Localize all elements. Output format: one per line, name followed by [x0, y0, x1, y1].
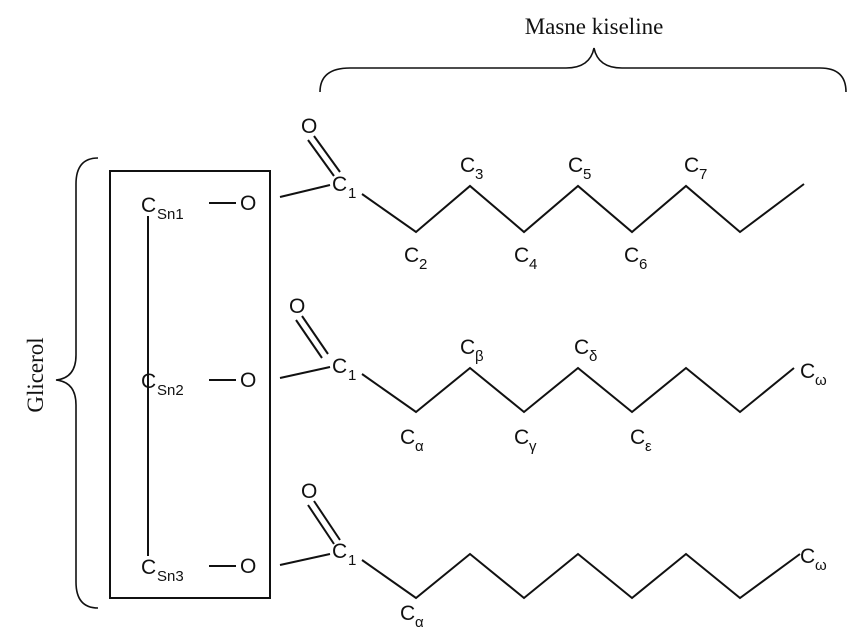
svg-text:ω: ω [815, 557, 827, 574]
chain1-carbon-c7: C 7 [684, 154, 707, 183]
chain1-carbon-c6: C 6 [624, 244, 647, 273]
svg-text:ε: ε [645, 438, 652, 455]
ester-bond-3 [279, 553, 331, 566]
ester-bond-1 [279, 184, 331, 198]
svg-text:3: 3 [475, 166, 483, 183]
glycerol-carbon-sn3: C Sn3 [141, 556, 184, 585]
svg-text:Sn1: Sn1 [157, 206, 184, 223]
svg-text:4: 4 [529, 256, 537, 273]
glycerol-carbon-sn1: C Sn1 [141, 194, 184, 223]
svg-text:C: C [800, 545, 815, 568]
carbonyl-carbon-1: C 1 [332, 173, 356, 202]
chain1-carbon-c3: C 3 [460, 154, 483, 183]
svg-text:C: C [404, 244, 419, 267]
glycerol-brace [55, 157, 99, 609]
svg-text:C: C [460, 336, 475, 359]
ester-oxygen-1: O [240, 192, 256, 215]
ester-oxygen-3: O [240, 555, 256, 578]
carbonyl-double-bond-2b [301, 315, 329, 355]
svg-text:C: C [684, 154, 699, 177]
svg-text:C: C [141, 194, 156, 217]
svg-text:C: C [568, 154, 583, 177]
svg-text:2: 2 [419, 256, 427, 273]
chain1-carbon-c5: C 5 [568, 154, 591, 183]
svg-text:C: C [514, 244, 529, 267]
fatty-acid-chain-2 [361, 366, 795, 414]
chain2-carbon-omega: C ω [800, 360, 827, 389]
carbonyl-double-bond-1b [313, 135, 341, 173]
svg-text:β: β [475, 348, 484, 365]
ester-bond-2 [279, 366, 331, 379]
svg-text:γ: γ [529, 438, 537, 455]
chain2-carbon-beta: C β [460, 336, 484, 365]
svg-text:δ: δ [589, 348, 597, 365]
carbonyl-double-bond-2a [295, 319, 323, 359]
carbonyl-carbon-3: C 1 [332, 540, 356, 569]
svg-text:α: α [415, 438, 424, 455]
carbonyl-double-bond-3b [313, 500, 341, 541]
svg-text:5: 5 [583, 166, 591, 183]
chain1-carbon-c4: C 4 [514, 244, 537, 273]
fatty-acid-chain-3 [361, 552, 801, 600]
svg-text:C: C [624, 244, 639, 267]
svg-text:α: α [415, 614, 424, 630]
chain2-carbon-epsilon: C ε [630, 426, 652, 455]
carbonyl-oxygen-3: O [301, 480, 317, 503]
fatty-acids-title: Masne kiseline [525, 14, 664, 39]
svg-text:C: C [574, 336, 589, 359]
glycerol-carbon-sn2: C Sn2 [141, 370, 184, 399]
carbonyl-double-bond-1a [307, 139, 335, 177]
svg-text:C: C [630, 426, 645, 449]
svg-text:Sn2: Sn2 [157, 382, 184, 399]
svg-text:C: C [400, 426, 415, 449]
svg-text:1: 1 [348, 367, 356, 384]
svg-text:Sn3: Sn3 [157, 568, 184, 585]
svg-text:C: C [141, 556, 156, 579]
chain3-carbon-omega: C ω [800, 545, 827, 574]
carbonyl-oxygen-1: O [301, 115, 317, 138]
svg-text:ω: ω [815, 372, 827, 389]
svg-text:1: 1 [348, 185, 356, 202]
svg-text:C: C [141, 370, 156, 393]
svg-text:7: 7 [699, 166, 707, 183]
chain1-carbon-c2: C 2 [404, 244, 427, 273]
svg-text:C: C [400, 602, 415, 625]
chain2-carbon-gamma: C γ [514, 426, 537, 455]
svg-text:C: C [800, 360, 815, 383]
carbonyl-oxygen-2: O [289, 295, 305, 318]
svg-text:C: C [514, 426, 529, 449]
ester-oxygen-2: O [240, 369, 256, 392]
svg-text:C: C [332, 355, 347, 378]
fatty-acid-chain-1 [361, 183, 805, 234]
svg-text:1: 1 [348, 552, 356, 569]
svg-text:6: 6 [639, 256, 647, 273]
glycerol-box [109, 170, 271, 599]
carbonyl-carbon-2: C 1 [332, 355, 356, 384]
svg-text:C: C [332, 540, 347, 563]
svg-text:C: C [332, 173, 347, 196]
carbonyl-double-bond-3a [307, 504, 335, 545]
glycerol-label: Glicerol [23, 337, 48, 412]
fatty-acids-brace [319, 47, 847, 93]
svg-text:C: C [460, 154, 475, 177]
chain3-carbon-alpha: C α [400, 602, 424, 630]
chain2-carbon-delta: C δ [574, 336, 597, 365]
chain2-carbon-alpha: C α [400, 426, 424, 455]
